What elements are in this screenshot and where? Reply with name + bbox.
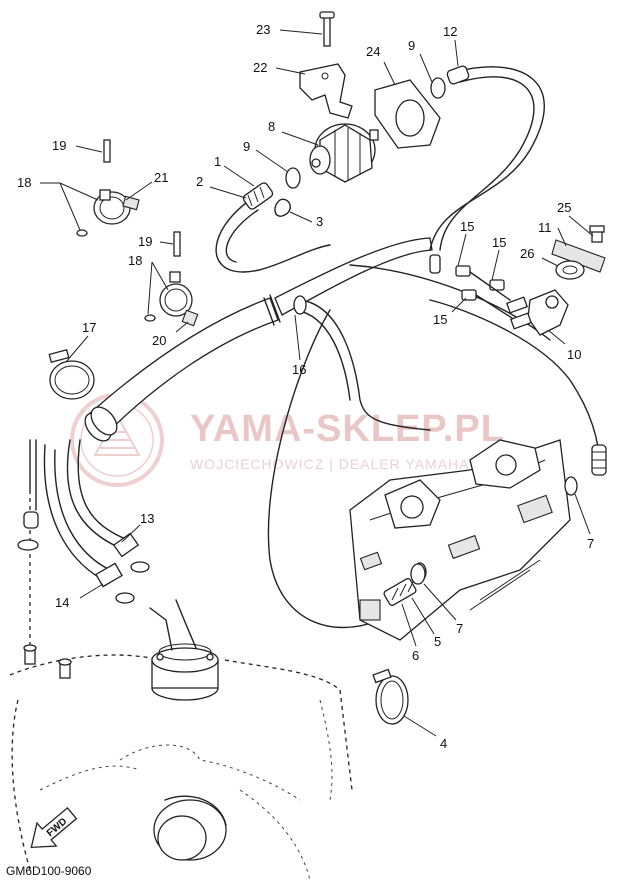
hose-right-loop — [429, 299, 601, 471]
callout-14: 14 — [55, 595, 69, 610]
hose-6 — [383, 578, 417, 606]
clip-3 — [274, 198, 291, 217]
clamp-17 — [48, 349, 95, 400]
hose-end-7 — [591, 444, 607, 476]
clamp-4 — [372, 668, 409, 725]
fuel-filter-8 — [309, 123, 379, 183]
clamp-7-right — [564, 476, 578, 496]
clamp-small-b — [130, 561, 150, 573]
bolt-23 — [319, 11, 335, 47]
tank-fitting-mid — [58, 658, 72, 679]
callout-7-right: 7 — [587, 536, 594, 551]
hose-end-2 — [242, 182, 274, 210]
clamp-assembly-upper — [76, 139, 140, 237]
bracket-22 — [299, 63, 353, 119]
callout-18-mid: 18 — [128, 253, 142, 268]
callout-17: 17 — [82, 320, 96, 335]
joints-15 — [429, 254, 513, 319]
hose-13 — [66, 439, 140, 558]
callout-15-c: 15 — [433, 312, 447, 327]
tank-fitting-left — [23, 644, 37, 665]
callout-26: 26 — [520, 246, 534, 261]
fuel-sender-unit — [149, 599, 219, 701]
callout-2: 2 — [196, 174, 203, 189]
nut-26 — [555, 260, 585, 280]
callout-22: 22 — [253, 60, 267, 75]
watermark-title: YAMA-SKLEP.PL — [190, 408, 505, 450]
callout-15-b: 15 — [492, 235, 506, 250]
callout-25: 25 — [557, 200, 571, 215]
main-breather-hose — [84, 237, 433, 442]
hose-end-12 — [446, 65, 470, 85]
clamp-small-c — [115, 592, 135, 604]
plate-11 — [551, 239, 606, 273]
fuel-cock-10 — [505, 289, 569, 336]
callout-21: 21 — [154, 170, 168, 185]
callout-9-top: 9 — [408, 38, 415, 53]
callout-20: 20 — [152, 333, 166, 348]
callout-6: 6 — [412, 648, 419, 663]
clamp-7-lower — [410, 563, 426, 585]
hose-12 — [429, 66, 545, 251]
watermark-subtitle: WOJCIECHOWICZ | DEALER YAMAHA — [190, 456, 469, 472]
hose-right-loop-inner — [349, 264, 551, 341]
callout-16: 16 — [292, 362, 306, 377]
callout-19-top: 19 — [52, 138, 66, 153]
callout-19-mid: 19 — [138, 234, 152, 249]
callout-12: 12 — [443, 24, 457, 39]
hose-14 — [43, 444, 123, 588]
diagram-code: GM6D100-9060 — [6, 864, 92, 878]
filler-neck — [153, 795, 227, 861]
callout-11: 11 — [538, 220, 552, 235]
leader-lines — [40, 29, 594, 737]
callout-10: 10 — [567, 347, 581, 362]
vent-cap — [23, 511, 39, 529]
callout-15-a: 15 — [460, 219, 474, 234]
callout-7-lower: 7 — [456, 621, 463, 636]
callout-8: 8 — [268, 119, 275, 134]
callout-5: 5 — [434, 634, 441, 649]
bolt-25 — [589, 225, 605, 243]
clamp-small-a — [17, 539, 39, 551]
hose-2-inner — [225, 209, 259, 263]
fwd-arrow-icon: FWD — [30, 807, 78, 849]
clamp-9-top — [430, 77, 446, 99]
callout-9-mid: 9 — [243, 139, 250, 154]
callout-1: 1 — [214, 154, 221, 169]
clamp-9-mid — [285, 167, 301, 189]
hose-2 — [215, 199, 331, 273]
vent-line-top — [29, 439, 37, 511]
callout-24: 24 — [366, 44, 380, 59]
hose-12-inner — [439, 76, 535, 251]
callout-13: 13 — [140, 511, 154, 526]
holder-24 — [374, 79, 441, 149]
callout-18-top: 18 — [17, 175, 31, 190]
callout-23: 23 — [256, 22, 270, 37]
callout-4: 4 — [440, 736, 447, 751]
callout-labels: 23 22 24 9 12 8 9 1 2 3 19 18 21 19 18 2… — [17, 22, 594, 751]
callout-3: 3 — [316, 214, 323, 229]
loop-hose — [267, 309, 381, 629]
clamp-assembly-lower — [144, 231, 199, 327]
fuel-tank — [9, 654, 353, 881]
